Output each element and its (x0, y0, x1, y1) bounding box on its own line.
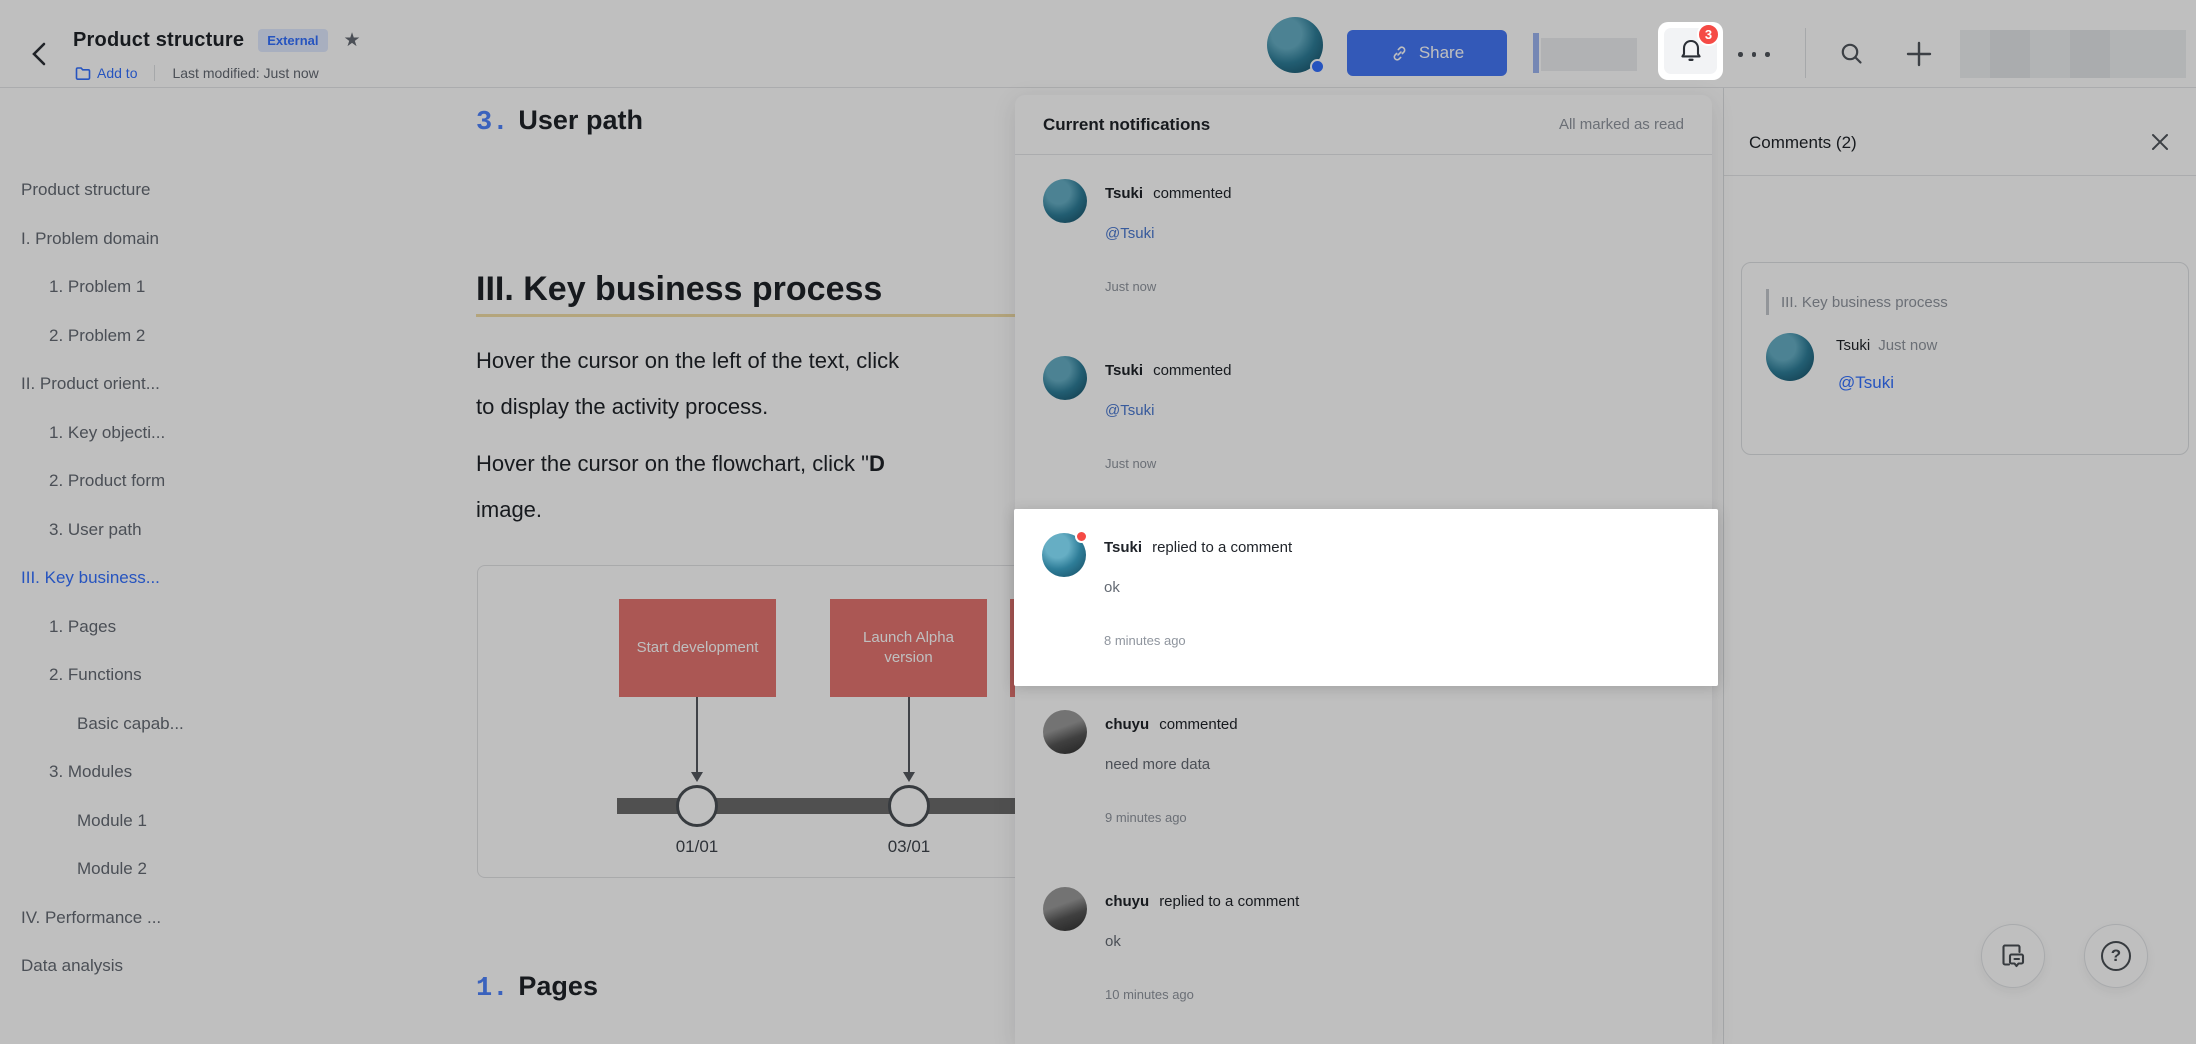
presence-dot (1310, 59, 1325, 74)
page-title: Product structure (73, 28, 245, 51)
folder-icon (75, 66, 91, 80)
outline-item-pages[interactable]: 1. Pages (49, 616, 117, 636)
paragraph-1: Hover the cursor on the left of the text… (476, 348, 900, 419)
share-label: Share (1418, 43, 1465, 62)
outline-item-performance[interactable]: IV. Performance ... (21, 907, 162, 927)
share-button[interactable]: Share (1347, 30, 1507, 76)
back-chevron-icon (32, 42, 46, 66)
comment-mention-link[interactable]: @Tsuki (1838, 373, 1894, 392)
last-modified-label: Last modified: Just now (172, 65, 319, 81)
link-icon (1393, 45, 1406, 61)
notifications-title: Current notifications (1043, 114, 1211, 134)
outline-item-modules[interactable]: 3. Modules (49, 762, 133, 782)
flow-node-launch-alpha: Launch Alpha version (830, 599, 987, 697)
flowchart-block[interactable]: Start development Launch Alpha version 0… (477, 565, 1015, 878)
flow-arrow (691, 697, 703, 782)
notifications-header: Current notifications All marked as read (1015, 95, 1712, 155)
flow-node-start-development: Start development (619, 599, 776, 697)
heading-pages: 1.Pages (476, 971, 598, 1004)
flow-arrow (903, 697, 915, 782)
comment-meta: Tsuki Just now (1836, 337, 1937, 354)
avatar (1043, 356, 1087, 400)
document-body: 3.User path III. Key business process Ho… (476, 88, 1015, 1044)
comments-title: Comments (2) (1749, 133, 1857, 152)
outline-item-functions[interactable]: 2. Functions (49, 665, 142, 685)
comment-author: Tsuki (1836, 337, 1871, 354)
redacted-block (1990, 30, 2030, 78)
timeline-node (888, 785, 930, 827)
outline-item-data-analysis[interactable]: Data analysis (21, 956, 124, 976)
outline-item-product-structure[interactable]: Product structure (21, 180, 151, 200)
plus-icon[interactable] (1903, 38, 1935, 70)
close-icon[interactable] (2148, 130, 2172, 154)
comment-time: Just now (1878, 337, 1938, 354)
avatar (1043, 179, 1087, 223)
notification-count-badge: 3 (1697, 23, 1720, 46)
help-fab[interactable]: ? (2084, 924, 2148, 988)
heading-user-path: 3.User path (476, 105, 643, 138)
star-icon[interactable]: ★ (343, 29, 361, 51)
search-icon[interactable] (1838, 40, 1866, 68)
timeline-date-1: 01/01 (675, 837, 719, 856)
outline-item-module-1[interactable]: Module 1 (77, 810, 147, 830)
divider (154, 65, 156, 81)
outline-item-problem-domain[interactable]: I. Problem domain (21, 228, 159, 248)
outline-item-product-form[interactable]: 2. Product form (49, 471, 166, 491)
quote-bar (1766, 289, 1769, 315)
redacted-block (2070, 30, 2110, 78)
mark-all-read-button[interactable]: All marked as read (1558, 116, 1684, 133)
user-avatar[interactable] (1267, 17, 1325, 74)
bell-icon (1680, 39, 1701, 61)
comment-highlight-underline (476, 314, 1015, 317)
external-badge: External (258, 28, 328, 52)
notification-bell-spotlight: 3 (1658, 22, 1723, 80)
timeline-node (676, 785, 718, 827)
add-to-button[interactable]: Add to (75, 65, 137, 81)
redacted-block (1541, 38, 1637, 71)
avatar (1043, 887, 1087, 931)
outline-item-product-orientation[interactable]: II. Product orient... (21, 374, 160, 394)
comment-list-icon (2002, 944, 2025, 968)
divider (1724, 175, 2196, 176)
document-outline: Product structure I. Problem domain 1. P… (0, 166, 330, 991)
notifications-panel: Current notifications All marked as read… (1014, 95, 1718, 1044)
unread-dot (1075, 530, 1088, 543)
paragraph-2: Hover the cursor on the flowchart, click… (476, 451, 885, 522)
outline-item-key-objectives[interactable]: 1. Key objecti... (49, 422, 166, 442)
outline-item-user-path[interactable]: 3. User path (49, 519, 142, 539)
comments-panel: Comments (2) III. Key business process T… (1723, 88, 2196, 1044)
heading-key-business-process: III. Key business process (476, 270, 883, 308)
outline-item-key-business[interactable]: III. Key business... (21, 568, 160, 588)
avatar (1042, 530, 1088, 577)
divider (1805, 28, 1806, 78)
flow-node-partial (1010, 599, 1015, 697)
outline-item-problem-2[interactable]: 2. Problem 2 (49, 325, 146, 345)
help-icon: ? (2101, 941, 2131, 971)
back-button[interactable] (26, 40, 54, 68)
top-bar: Product structure External ★ Add to Last… (0, 0, 2196, 88)
timeline-date-2: 03/01 (887, 837, 931, 856)
comment-list-fab[interactable] (1981, 924, 2045, 988)
comment-author-avatar[interactable] (1766, 333, 1814, 381)
avatar (1043, 710, 1087, 754)
add-to-label: Add to (97, 65, 138, 81)
redacted-accent (1533, 33, 1539, 73)
outline-item-problem-1[interactable]: 1. Problem 1 (49, 277, 146, 297)
outline-item-module-2[interactable]: Module 2 (77, 859, 147, 879)
comment-quote: III. Key business process (1766, 289, 1948, 315)
outline-item-basic-capabilities[interactable]: Basic capab... (77, 713, 184, 733)
more-menu-button[interactable] (1738, 52, 1774, 60)
